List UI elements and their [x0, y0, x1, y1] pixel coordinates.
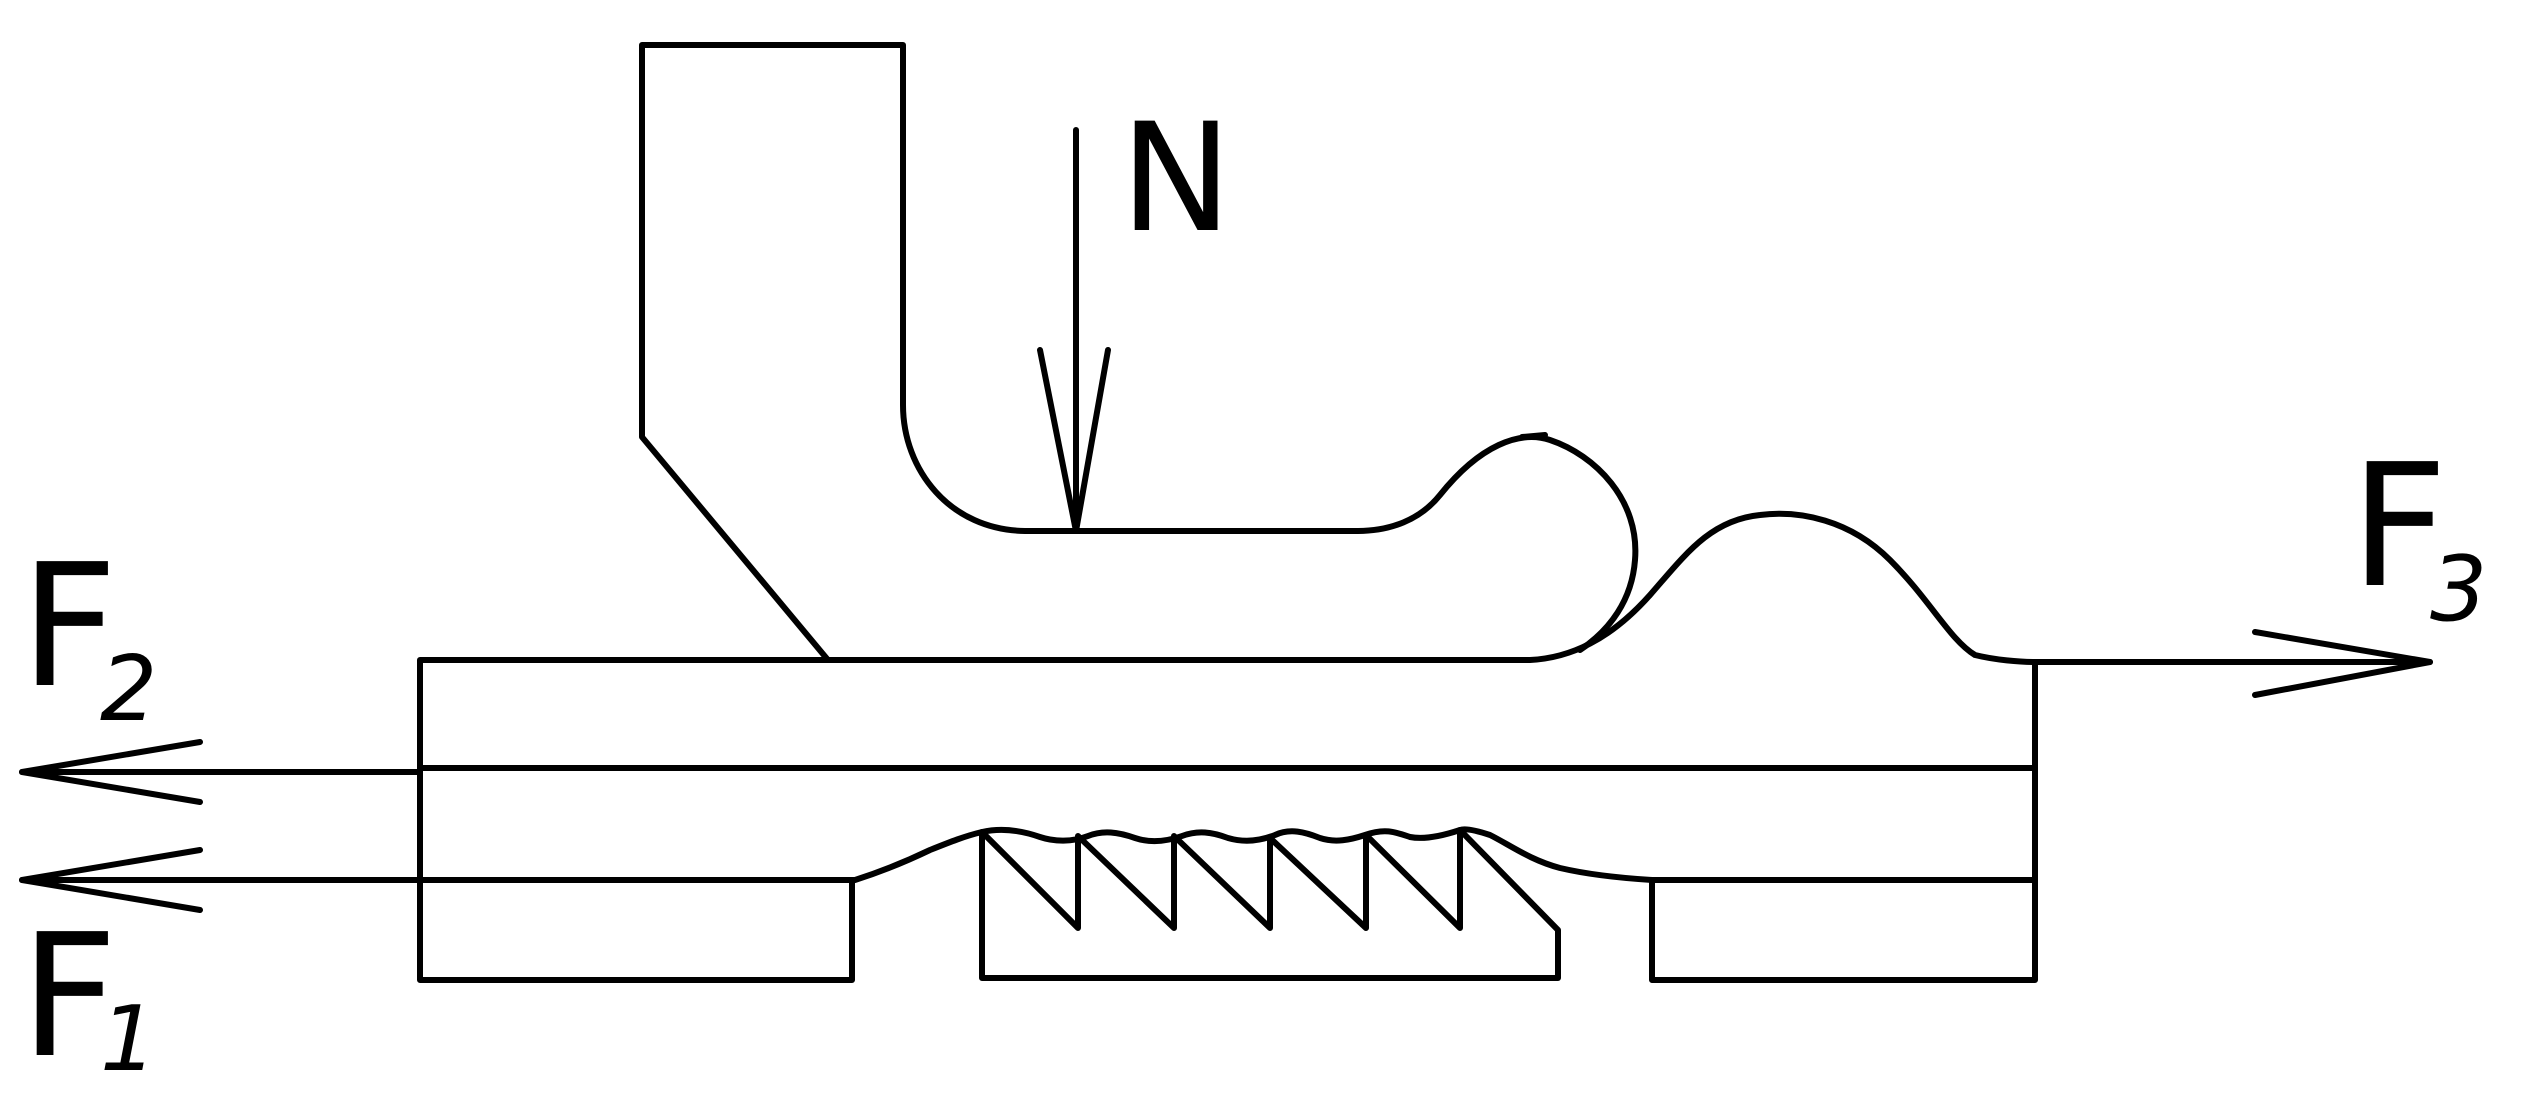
- label-f1-subscript: 1: [100, 987, 157, 1092]
- middle-plate: [417, 765, 2038, 883]
- lower-left-block: [417, 877, 855, 983]
- serrated-teeth: [979, 827, 1463, 931]
- force-f2-arrow: [19, 739, 423, 805]
- pressing-jaw: [639, 42, 1639, 663]
- label-f2-subscript: 2: [100, 637, 157, 742]
- serrated-block: [979, 827, 1561, 981]
- force-n-arrow: [1037, 127, 1111, 534]
- label-f1: F: [20, 898, 118, 1096]
- jaw-notch-mark: [1519, 432, 1548, 440]
- label-f3: F: [2350, 428, 2448, 626]
- force-f3-arrow: [2032, 629, 2433, 698]
- force-f1-arrow: [19, 847, 423, 913]
- lower-right-block: [1649, 877, 2038, 983]
- label-n: N: [1120, 92, 1232, 266]
- label-f2: F: [20, 528, 118, 726]
- upper-plate: [417, 510, 2038, 771]
- label-f3-subscript: 3: [2430, 537, 2487, 642]
